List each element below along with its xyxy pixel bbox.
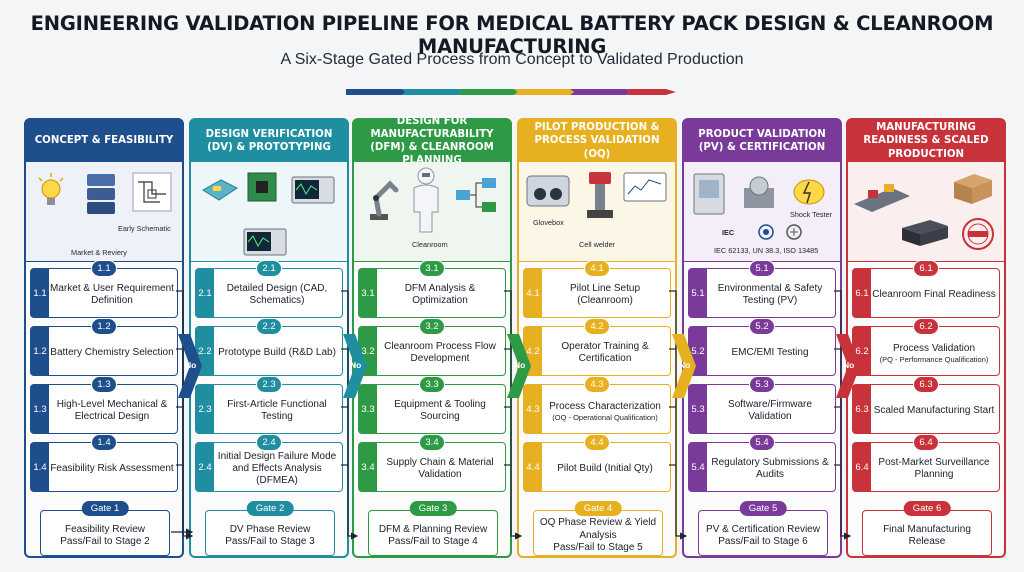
step-3-1: 3.1 3.1 DFM Analysis & Optimization	[358, 260, 506, 318]
flowchart-icon	[456, 178, 496, 212]
step-2-4: 2.4 2.4 Initial Design Failure Mode and …	[195, 434, 343, 492]
stage-3-header: DESIGN FOR MANUFACTURABILITY (DFM) & CLE…	[354, 116, 510, 166]
cleanroom-suit-icon	[413, 167, 439, 233]
approved-stamp-icon	[962, 218, 994, 250]
test-chamber-icon	[693, 173, 725, 215]
step-6-3: 6.3 6.3 Scaled Manufacturing Start	[852, 376, 1000, 434]
stage-1-caption-schematic: Early Schematic	[118, 224, 171, 233]
stage-3-illustration: Cleanroom	[354, 162, 510, 262]
battery-pack-icon	[954, 174, 992, 204]
stage-6-header: MANUFACTURING READINESS & SCALED PRODUCT…	[848, 120, 1004, 162]
step-6-2: 6.2 6.2 Process Validation(PQ - Performa…	[852, 318, 1000, 376]
step-2-1: 2.1 2.1 Detailed Design (CAD, Schematics…	[195, 260, 343, 318]
step-2-3: 2.3 2.3 First-Article Functional Testing	[195, 376, 343, 434]
page-subtitle: A Six-Stage Gated Process from Concept t…	[280, 51, 744, 68]
stage-4-header: PILOT PRODUCTION & PROCESS VALIDATION (O…	[519, 120, 675, 162]
stage-1-illustration: Early Schematic Market & Reviery	[26, 162, 182, 262]
stage-2-header: DESIGN VERIFICATION (DV) & PROTOTYPING	[191, 120, 347, 162]
stage-1-column: CONCEPT & FEASIBILITY Early Schematic Ma…	[24, 118, 184, 558]
step-3-3: 3.3 3.3 Equipment & Tooling Sourcing	[358, 376, 506, 434]
stage-5-column: PRODUCT VALIDATION (PV) & CERTIFICATION …	[682, 118, 842, 558]
step-3-2: 3.2 3.2 Cleanroom Process Flow Developme…	[358, 318, 506, 376]
step-1-3: 1.3 1.3 High-Level Mechanical & Electric…	[30, 376, 178, 434]
step-5-1: 5.1 5.1 Environmental & Safety Testing (…	[688, 260, 836, 318]
step-4-3: 4.3 4.3 Process Characterization(OQ - Op…	[523, 376, 671, 434]
chevron-3-4	[507, 334, 531, 398]
stage-2-column: DESIGN VERIFICATION (DV) & PROTOTYPING 2…	[189, 118, 349, 558]
step-5-3: 5.3 5.3 Software/Firmware Validation	[688, 376, 836, 434]
test-chamber-icon	[744, 176, 774, 208]
pcb-board-icon	[202, 179, 238, 201]
robot-arm-icon	[370, 180, 399, 220]
stage-4-caption-cell-welder: Cell welder	[579, 240, 616, 249]
stage-6-column: MANUFACTURING READINESS & SCALED PRODUCT…	[846, 118, 1006, 558]
step-4-1: 4.1 4.1 Pilot Line Setup (Cleanroom)	[523, 260, 671, 318]
cell-welder-icon	[587, 172, 613, 218]
step-4-2: 4.2 4.2 Operator Training & Certificatio…	[523, 318, 671, 376]
step-5-2: 5.2 5.2 EMC/EMI Testing	[688, 318, 836, 376]
stage-5-caption-shock-tester: Shock Tester	[790, 210, 833, 219]
stage-6-illustration	[848, 162, 1004, 262]
page-title: ENGINEERING VALIDATION PIPELINE FOR MEDI…	[30, 12, 994, 58]
stage-4-column: PILOT PRODUCTION & PROCESS VALIDATION (O…	[517, 118, 677, 558]
lightbulb-icon	[38, 173, 64, 205]
stage-3-column: DESIGN FOR MANUFACTURABILITY (DFM) & CLE…	[352, 116, 512, 558]
glovebox-icon	[526, 175, 570, 207]
stage-5-caption-standards: IEC 62133, UN 38.3, ISO 13485	[714, 246, 819, 255]
chevron-4-5	[672, 334, 696, 398]
oscilloscope-icon	[243, 228, 287, 256]
stage-5-illustration: Shock Tester IEC IEC 62133, UN 38.3, ISO…	[684, 162, 840, 262]
step-6-1: 6.1 6.1 Cleanroom Final Readiness	[852, 260, 1000, 318]
step-1-2: 1.2 1.2 Battery Chemistry Selection	[30, 318, 178, 376]
stage-3-caption-cleanroom: Cleanroom	[412, 240, 448, 249]
pcb-board-icon	[247, 172, 277, 202]
shock-tester-icon	[793, 179, 825, 205]
step-2-2: 2.2 2.2 Prototype Build (R&D Lab)	[195, 318, 343, 376]
chevron-label-5: No	[843, 360, 855, 370]
step-3-4: 3.4 3.4 Supply Chain & Material Validati…	[358, 434, 506, 492]
chevron-label-1: No	[185, 360, 197, 370]
stage-color-strip	[346, 89, 676, 95]
chevron-label-4: No	[679, 360, 691, 370]
step-4-4: 4.4 4.4 Pilot Build (Initial Qty)	[523, 434, 671, 492]
stage-4-illustration: Glovebox Cell welder	[519, 162, 675, 262]
step-1-1: 1.1 1.1 Market & User Requirement Defini…	[30, 260, 178, 318]
stage-4-caption-glovebox: Glovebox	[533, 218, 564, 227]
chevron-5-6	[836, 334, 860, 398]
stage-2-illustration	[191, 162, 347, 262]
server-stack-icon	[87, 174, 115, 214]
step-5-4: 5.4 5.4 Regulatory Submissions & Audits	[688, 434, 836, 492]
chevron-1-2	[178, 334, 202, 398]
certification-seal-icon	[786, 224, 802, 240]
chevron-2-3	[343, 334, 367, 398]
chevron-label-2: No	[350, 360, 362, 370]
stage-5-header: PRODUCT VALIDATION (PV) & CERTIFICATION	[684, 120, 840, 162]
stage-1-header: CONCEPT & FEASIBILITY	[26, 120, 182, 162]
stage-1-caption-market: Market & Reviery	[71, 248, 127, 257]
step-6-4: 6.4 6.4 Post-Market Surveillance Plannin…	[852, 434, 1000, 492]
certification-seal-icon	[758, 224, 774, 240]
step-1-4: 1.4 1.4 Feasibility Risk Assessment	[30, 434, 178, 492]
chevron-label-3: No	[514, 360, 526, 370]
stage-5-caption-iec-logo: IEC	[722, 228, 735, 237]
battery-pack-icon	[902, 220, 948, 246]
schematic-icon	[132, 172, 172, 212]
oscilloscope-icon	[291, 176, 335, 204]
conveyor-icon	[854, 184, 910, 212]
monitor-chart-icon	[623, 172, 667, 202]
